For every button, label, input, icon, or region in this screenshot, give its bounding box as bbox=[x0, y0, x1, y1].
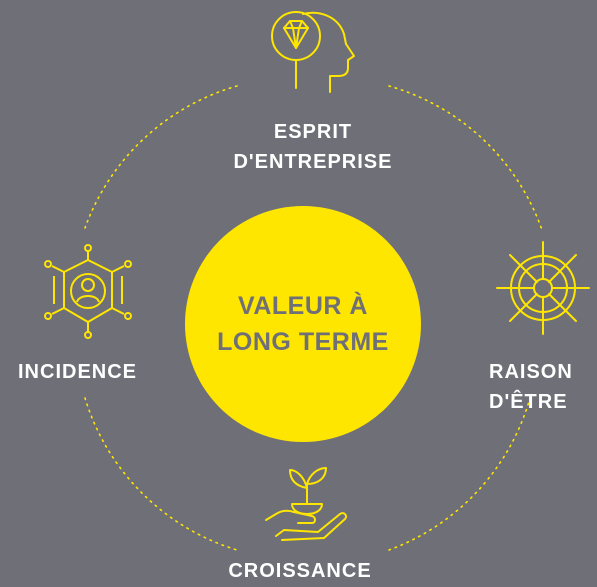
hand-sprout-icon bbox=[265, 467, 348, 541]
center-line-2: LONG TERME bbox=[217, 328, 389, 356]
user-network-icon bbox=[44, 244, 132, 339]
node-croissance: CROISSANCE bbox=[200, 556, 400, 586]
node-raison-etre: RAISON D'ÊTRE bbox=[489, 357, 573, 417]
node-right-line-2: D'ÊTRE bbox=[489, 391, 568, 413]
center-circle: VALEUR À LONG TERME bbox=[185, 206, 421, 442]
head-diamond-icon bbox=[271, 11, 355, 93]
node-incidence: INCIDENCE bbox=[18, 357, 137, 387]
node-top-line-1: ESPRIT bbox=[273, 121, 353, 143]
ship-wheel-icon bbox=[496, 241, 590, 335]
center-line-1: VALEUR À bbox=[238, 292, 368, 320]
node-bottom-line-1: CROISSANCE bbox=[228, 560, 372, 582]
node-right-line-1: RAISON bbox=[489, 361, 573, 383]
node-top-line-2: D'ENTREPRISE bbox=[233, 151, 393, 173]
node-left-line-1: INCIDENCE bbox=[18, 361, 138, 383]
node-esprit-entreprise: ESPRIT D'ENTREPRISE bbox=[213, 117, 413, 177]
